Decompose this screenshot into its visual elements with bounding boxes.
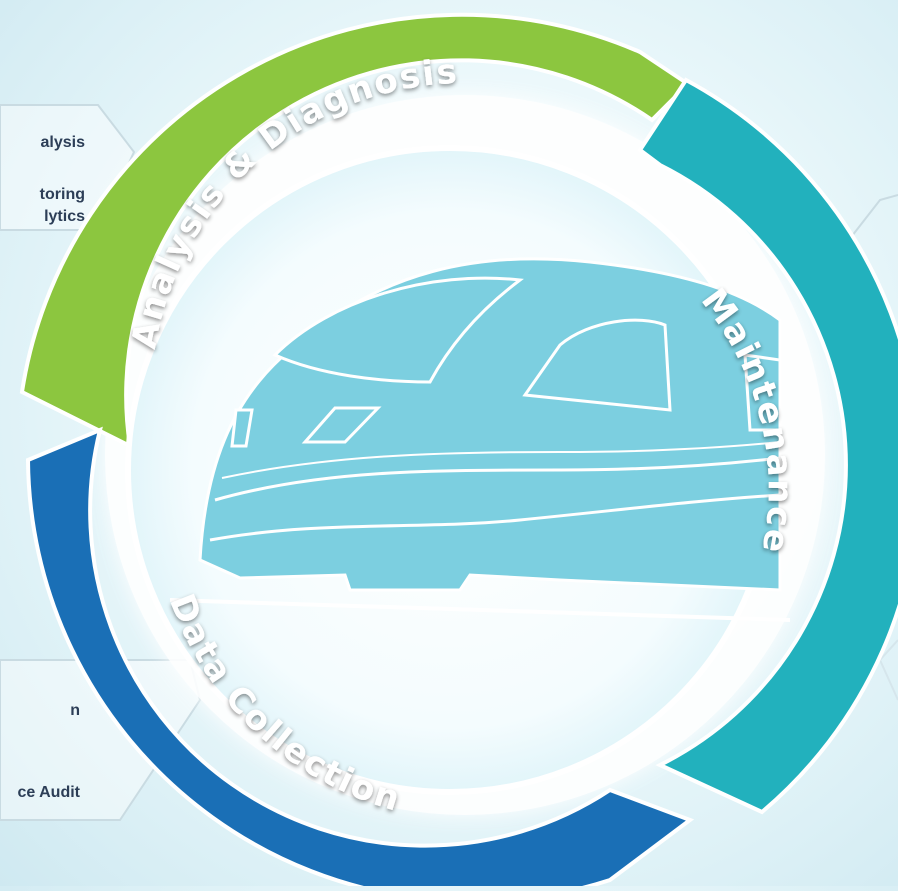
left-top-item-1: alysis xyxy=(40,134,85,151)
maintenance-arc[interactable] xyxy=(637,77,898,815)
train-icon xyxy=(169,257,791,622)
left-top-item-3: lytics xyxy=(44,208,85,225)
data-collection-arc[interactable] xyxy=(25,426,695,891)
analysis-diagnosis-arc[interactable] xyxy=(19,12,692,450)
left-top-item-2: toring xyxy=(39,186,85,203)
left-bottom-item-2: ce Audit xyxy=(17,784,80,801)
left-bottom-item-1: n xyxy=(70,702,80,719)
